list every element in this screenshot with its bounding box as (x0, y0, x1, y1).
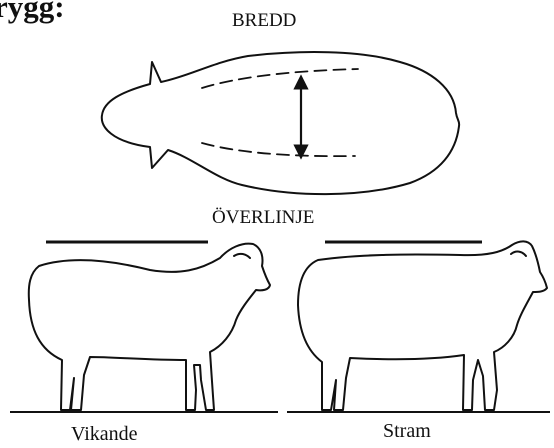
sheep-stram-outline (298, 241, 547, 410)
sheep-vikande-outline (29, 244, 270, 410)
sheep-vikande-ear (234, 254, 250, 258)
sheep-stram-ear (511, 252, 526, 256)
sheep-vikande (29, 244, 270, 410)
sheep-stram (298, 241, 547, 410)
top-dashed-line (202, 69, 358, 88)
top-view-sheep (102, 52, 459, 194)
bottom-dashed-line (202, 143, 355, 156)
